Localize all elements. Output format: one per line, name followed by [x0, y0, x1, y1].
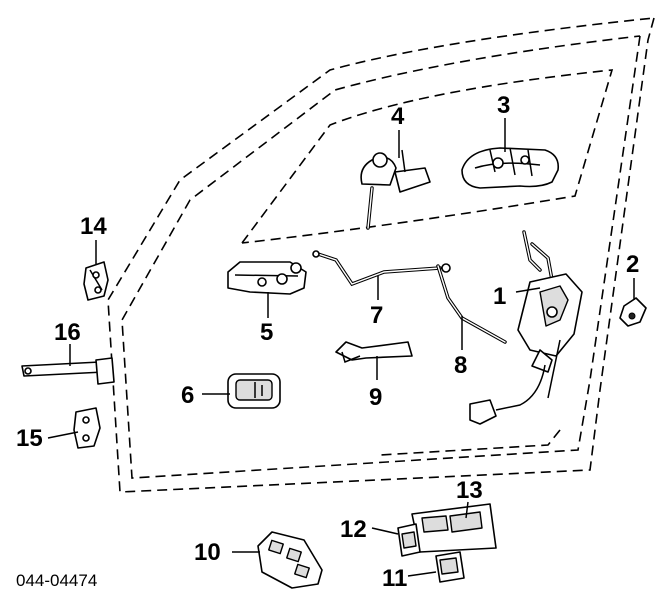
door-outline [107, 17, 655, 493]
callout-8: 8 [454, 352, 467, 379]
callout-15: 15 [16, 425, 43, 452]
callout-1: 1 [493, 283, 506, 310]
callout-4: 4 [391, 103, 405, 130]
callout-7: 7 [370, 302, 383, 329]
lower-hinge-part [73, 407, 101, 449]
callout-labels: 1 2 3 4 5 6 7 8 9 10 11 12 13 14 15 16 [16, 92, 639, 592]
door-lock-assembly-part [469, 230, 583, 425]
bracket-9-part [335, 341, 413, 364]
switch-bezel-part [411, 503, 497, 553]
callout-12: 12 [340, 516, 367, 543]
switch-11-part [435, 551, 465, 583]
leader-lines [47, 118, 635, 577]
callout-9: 9 [369, 384, 382, 411]
door-check-part [21, 357, 115, 385]
callout-11: 11 [382, 565, 407, 592]
callout-6: 6 [181, 382, 194, 409]
callout-5: 5 [260, 319, 273, 346]
diagram-code: 044-04474 [16, 571, 97, 590]
lock-cylinder-part [360, 149, 431, 230]
striker-part [619, 297, 647, 327]
callout-14: 14 [80, 213, 107, 240]
master-switch-part [257, 531, 323, 589]
upper-hinge-part [83, 261, 109, 301]
callout-2: 2 [626, 251, 639, 278]
switch-12-part [397, 523, 421, 557]
inside-handle-bezel-part [227, 373, 281, 409]
inside-handle-base-part [227, 261, 307, 295]
callout-10: 10 [194, 539, 221, 566]
outside-handle-part [461, 147, 560, 189]
link-rod-7-part [312, 250, 442, 287]
link-rod-8-part [436, 263, 507, 344]
callout-3: 3 [497, 92, 510, 119]
callout-13: 13 [456, 477, 483, 504]
callout-16: 16 [54, 319, 81, 346]
